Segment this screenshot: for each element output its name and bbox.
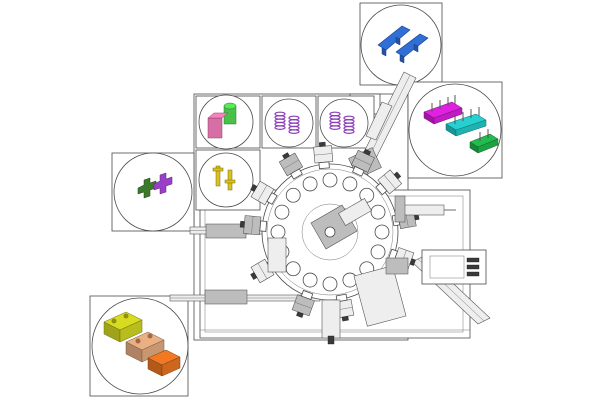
center-drive — [310, 198, 372, 250]
spring-part — [288, 115, 300, 135]
table-nest — [302, 176, 318, 192]
assembly-station — [351, 148, 375, 177]
bubble-terminal-blocks — [407, 81, 503, 179]
assembly-station — [239, 215, 268, 236]
table-nest — [342, 176, 358, 192]
spring-part — [274, 111, 286, 130]
table-nest — [285, 261, 301, 277]
side-slide-units — [267, 195, 456, 345]
table-nest — [374, 224, 390, 240]
assembly-station — [313, 141, 334, 170]
table-nest — [302, 272, 318, 288]
assembly-station — [375, 169, 403, 196]
bubble-housing-blocks — [89, 295, 189, 397]
rotary-table-nests — [270, 172, 390, 292]
table-nest — [322, 276, 338, 292]
assembly-station — [278, 152, 304, 180]
purple-spring-parts — [274, 111, 355, 135]
tan-block-part — [125, 331, 165, 363]
bubble-circle — [113, 152, 193, 232]
table-nest — [274, 204, 290, 220]
spring-part — [329, 111, 341, 130]
pink-cube-part — [207, 112, 229, 139]
bubble-cross-parts — [111, 152, 195, 232]
bubble-cylinder-cube — [198, 94, 254, 150]
output-chute — [411, 249, 491, 325]
blue-clip-part — [377, 25, 429, 64]
bubble-springs — [264, 98, 369, 148]
table-nest — [285, 187, 301, 203]
orange-block-part — [147, 349, 181, 377]
magenta-block-part — [423, 95, 463, 125]
table-nest — [370, 204, 386, 220]
table-nest — [322, 172, 338, 188]
bubble-yellow-pins — [198, 152, 254, 208]
purple-cross-part — [153, 172, 173, 195]
green-block-part — [469, 129, 499, 154]
bubble-circle — [319, 98, 369, 148]
green-cylinder-part — [223, 102, 237, 125]
bubble-circle — [264, 98, 314, 148]
table-nest — [270, 224, 286, 240]
bubble-circle — [360, 4, 442, 86]
assembly-station — [291, 289, 315, 318]
yellow-block-part — [103, 311, 143, 343]
assembly-station — [250, 180, 278, 206]
yellow-pin-parts — [212, 165, 236, 191]
spring-part — [343, 115, 355, 135]
cyan-block-part — [445, 107, 487, 137]
bubble-blue-clips — [359, 2, 443, 86]
table-nest — [370, 244, 386, 260]
